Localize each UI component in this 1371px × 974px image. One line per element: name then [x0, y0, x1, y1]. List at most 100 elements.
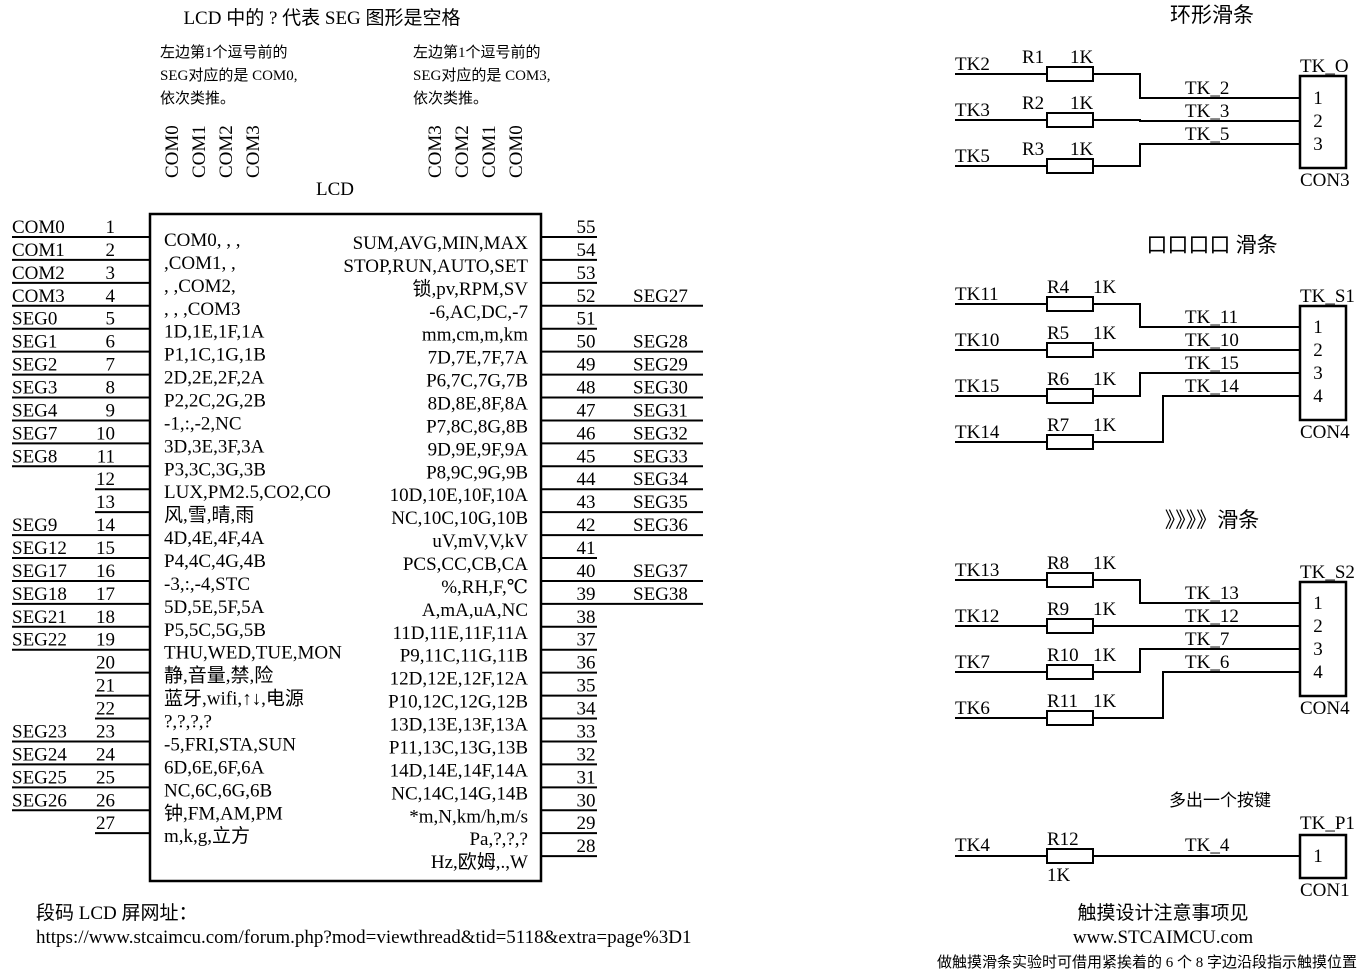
- lcd-left-net-label: COM0: [12, 217, 65, 238]
- resistor: [1046, 434, 1094, 450]
- touch-input-label: TK5: [955, 146, 990, 167]
- lcd-left-segment-text: P4,4C,4G,4B: [164, 551, 266, 572]
- lcd-left-pin-number: 10: [96, 423, 115, 444]
- lcd-right-segment-text: NC,10C,10G,10B: [391, 508, 528, 529]
- lcd-left-segment-text: -3,:,-4,STC: [164, 574, 250, 595]
- resistor: [1046, 112, 1094, 128]
- net-label: TK_15: [1185, 353, 1239, 374]
- lcd-left-pin-number: 18: [96, 607, 115, 628]
- resistor: [1046, 66, 1094, 82]
- lcd-left-segment-text: , , ,COM3: [164, 299, 241, 320]
- net-wire: [1093, 579, 1300, 604]
- lcd-right-pin-number: 40: [577, 561, 596, 582]
- lcd-right-net-label: SEG30: [633, 378, 688, 399]
- lcd-left-pin-number: 23: [96, 721, 115, 742]
- net-label: TK_12: [1185, 606, 1239, 627]
- connector-type: CON3: [1300, 170, 1350, 191]
- lcd-left-pin-number: 24: [96, 744, 116, 765]
- lcd-right-pin-number: 51: [577, 309, 596, 330]
- lcd-left-pin-number: 13: [96, 492, 115, 513]
- touch-input-label: TK13: [955, 560, 999, 581]
- resistor-designator: R6: [1047, 369, 1069, 390]
- lcd-left-pin-number: 2: [106, 240, 116, 261]
- lcd-left-pin-number: 19: [96, 630, 115, 651]
- lcd-right-net-label: SEG32: [633, 423, 688, 444]
- diagram-title: LCD 中的 ? 代表 SEG 图形是空格: [183, 7, 460, 29]
- lcd-link-url[interactable]: https://www.stcaimcu.com/forum.php?mod=v…: [36, 927, 691, 948]
- touch-input-label: TK11: [955, 284, 999, 305]
- lcd-right-segment-text: 12D,12E,12F,12A: [390, 669, 529, 690]
- lcd-right-pin-number: 54: [577, 240, 597, 261]
- lcd-right-segment-text: -6,AC,DC,-7: [429, 302, 528, 323]
- lcd-left-segment-text: P3,3C,3G,3B: [164, 459, 266, 480]
- resistor-designator: R3: [1022, 139, 1044, 160]
- lcd-left-segment-text: m,k,g,立方: [164, 825, 250, 847]
- lcd-right-segment-text: 10D,10E,10F,10A: [390, 485, 529, 506]
- lcd-left-segment-text: 6D,6E,6F,6A: [164, 757, 265, 778]
- lcd-right-segment-text: *m,N,km/h,m/s: [409, 806, 528, 827]
- connector-pin-number: 2: [1313, 111, 1323, 132]
- net-wire: [1093, 143, 1300, 167]
- lcd-right-pin-number: 50: [577, 332, 596, 353]
- lcd-right-pin-number: 43: [577, 492, 596, 513]
- lcd-right-segment-text: Hz,欧姆,.,W: [431, 851, 528, 873]
- lcd-left-segment-text: COM0, , ,: [164, 230, 241, 251]
- net-label: TK_13: [1185, 583, 1239, 604]
- lcd-right-net-label: SEG34: [633, 469, 688, 490]
- net-label: TK_3: [1185, 101, 1229, 122]
- lcd-left-net-label: SEG23: [12, 721, 67, 742]
- resistor-value: 1K: [1093, 691, 1117, 712]
- com-order-right-label: COM3: [425, 125, 446, 178]
- resistor-designator: R7: [1047, 415, 1069, 436]
- lcd-right-segment-text: Pa,?,?,?: [469, 829, 528, 850]
- lcd-left-net-label: SEG8: [12, 446, 57, 467]
- net-label: TK_6: [1185, 652, 1229, 673]
- lcd-left-segment-text: ?,?,?,?: [164, 712, 212, 733]
- lcd-right-net-label: SEG29: [633, 355, 688, 376]
- lcd-right-pin-number: 42: [577, 515, 596, 536]
- touch-note-site[interactable]: www.STCAIMCU.com: [1073, 927, 1254, 948]
- note-right-line: 左边第1个逗号前的: [413, 43, 541, 61]
- resistor-designator: R10: [1047, 645, 1079, 666]
- lcd-right-pin-number: 49: [577, 355, 596, 376]
- lcd-left-segment-text: LUX,PM2.5,CO2,CO: [164, 482, 331, 503]
- com-order-left-label: COM2: [216, 125, 237, 178]
- lcd-left-pin-number: 14: [96, 515, 116, 536]
- net-wire: [1093, 395, 1300, 443]
- lcd-left-net-label: SEG2: [12, 355, 57, 376]
- lcd-right-pin-number: 48: [577, 378, 596, 399]
- com-order-left-label: COM1: [189, 125, 210, 178]
- net-wire: [1093, 303, 1300, 328]
- lcd-left-pin-number: 7: [106, 355, 116, 376]
- resistor-value: 1K: [1093, 599, 1117, 620]
- lcd-right-pin-number: 44: [577, 469, 597, 490]
- resistor-designator: R11: [1047, 691, 1078, 712]
- lcd-left-net-label: COM2: [12, 263, 65, 284]
- lcd-right-pin-number: 32: [577, 744, 596, 765]
- lcd-right-net-label: SEG36: [633, 515, 688, 536]
- net-wire: [1093, 119, 1300, 122]
- lcd-right-segment-text: P10,12C,12G,12B: [388, 692, 528, 713]
- connector-type: CON1: [1300, 880, 1350, 901]
- net-wire: [1093, 671, 1300, 719]
- net-label: TK_5: [1185, 124, 1229, 145]
- lcd-right-net-label: SEG35: [633, 492, 688, 513]
- lcd-right-segment-text: P6,7C,7G,7B: [426, 371, 528, 392]
- resistor-value: 1K: [1070, 47, 1094, 68]
- lcd-right-pin-number: 30: [577, 790, 596, 811]
- lcd-right-segment-text: P7,8C,8G,8B: [426, 416, 528, 437]
- lcd-left-segment-text: 蓝牙,wifi,↑↓,电源: [164, 688, 304, 710]
- lcd-left-pin-number: 8: [106, 378, 116, 399]
- lcd-right-segment-text: P8,9C,9G,9B: [426, 462, 528, 483]
- touch-note-hint: 做触摸滑条实验时可借用紧挨着的 6 个 8 字边沿段指示触摸位置: [937, 954, 1357, 971]
- lcd-right-segment-text: SUM,AVG,MIN,MAX: [353, 233, 529, 254]
- net-wire: [1093, 372, 1300, 397]
- lcd-left-segment-text: THU,WED,TUE,MON: [164, 643, 342, 664]
- lcd-left-pin-number: 11: [97, 446, 115, 467]
- lcd-right-net-label: SEG28: [633, 332, 688, 353]
- resistor: [1046, 710, 1094, 726]
- lcd-left-pin-number: 1: [106, 217, 116, 238]
- net-label: TK_7: [1185, 629, 1229, 650]
- lcd-left-pin-number: 25: [96, 767, 115, 788]
- touch-input-label: TK10: [955, 330, 999, 351]
